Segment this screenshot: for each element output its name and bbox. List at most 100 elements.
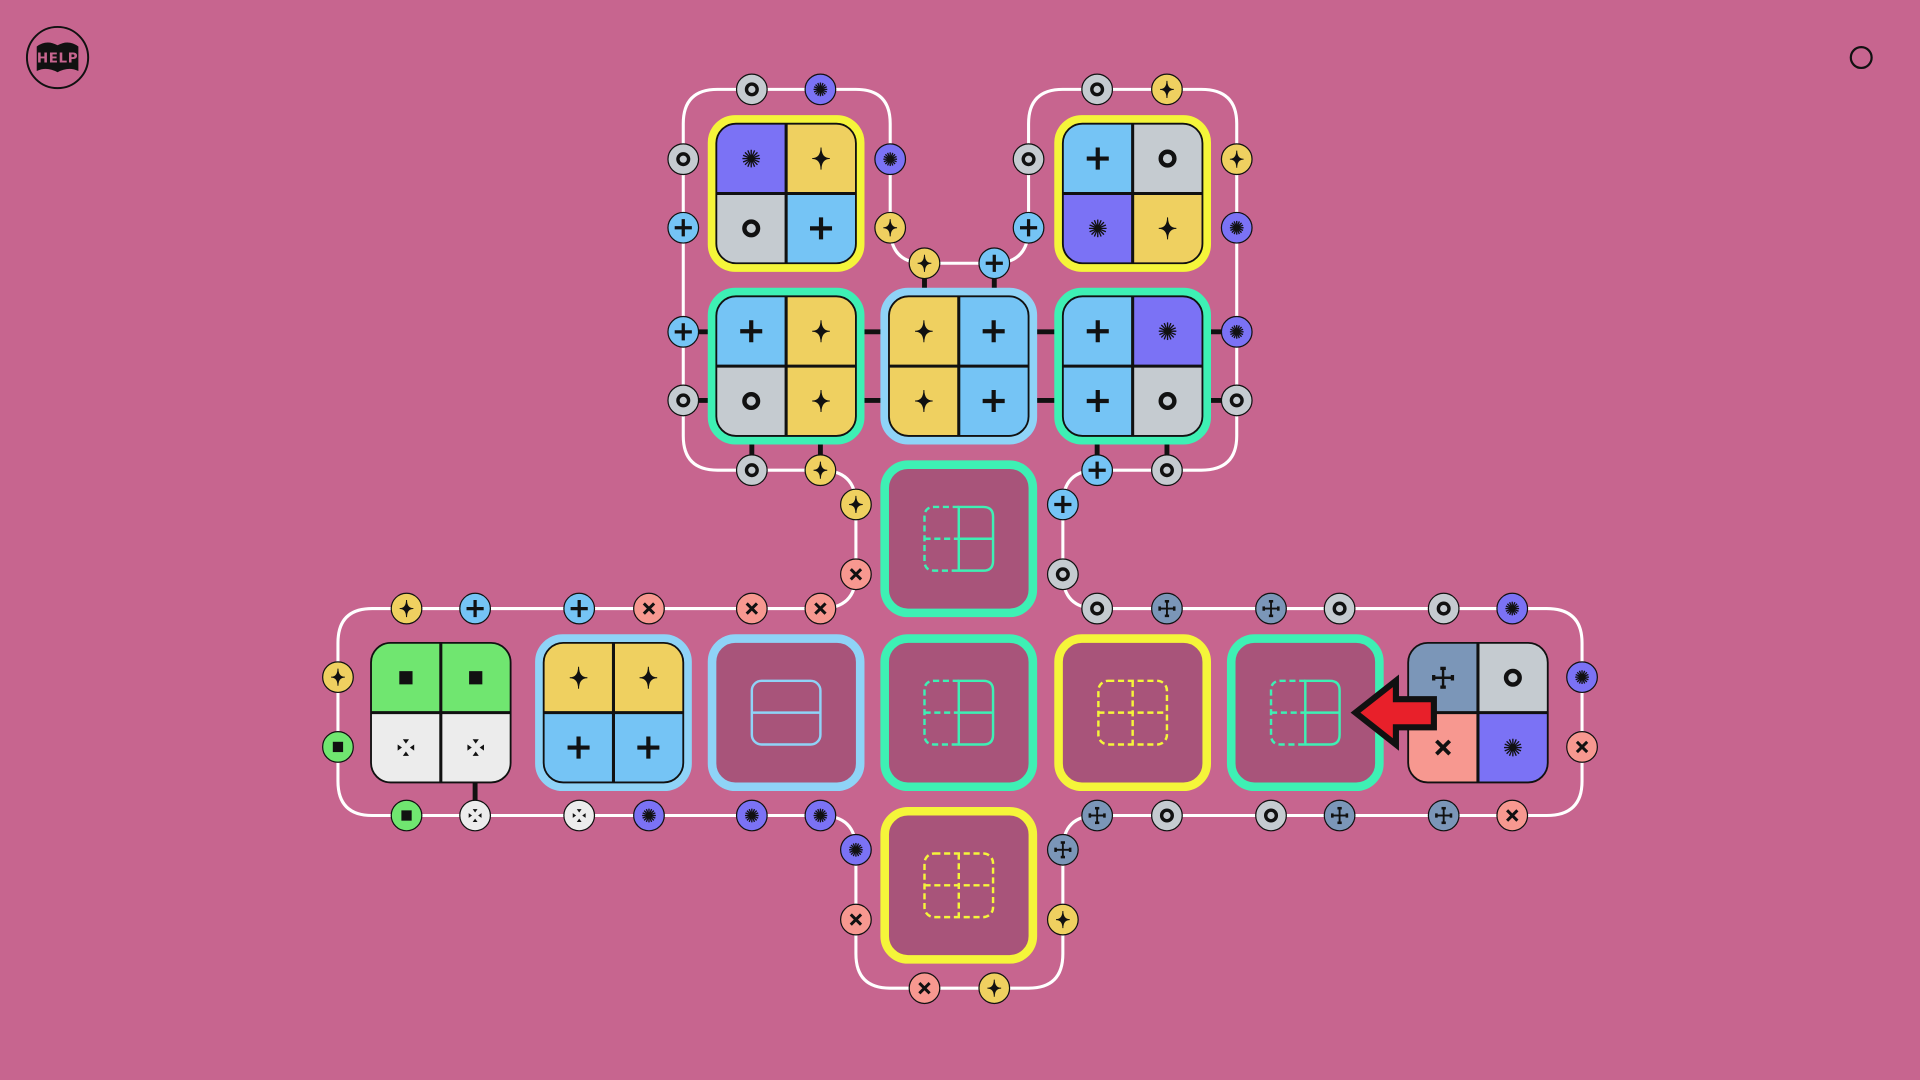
node-circle (667, 143, 700, 176)
node-burst (874, 143, 907, 176)
plus-icon (1086, 320, 1109, 343)
burst-icon (813, 82, 828, 97)
node-square (390, 799, 423, 832)
tile-cell-arrows (440, 712, 511, 783)
burst-core (1234, 329, 1240, 335)
cross-stroke (814, 602, 827, 615)
cross-icon (1435, 739, 1452, 756)
burst-core (747, 155, 755, 162)
square-icon (332, 741, 344, 753)
node-cross (840, 903, 872, 936)
ring-icon (744, 463, 759, 478)
ring-icon (1158, 149, 1177, 168)
empty-slot[interactable] (880, 634, 1038, 792)
node-ring (735, 454, 768, 487)
cross-stroke (745, 602, 759, 615)
square-icon (469, 671, 483, 685)
star-icon (1160, 80, 1174, 98)
node-burst (840, 833, 872, 866)
star-icon (1229, 150, 1244, 168)
puzzle-tile[interactable] (535, 634, 692, 792)
empty-slot[interactable] (880, 460, 1038, 618)
node-plus (1081, 454, 1114, 487)
ring-icon (676, 152, 691, 167)
plus-icon (1088, 461, 1106, 479)
node-cross (735, 592, 768, 625)
ring-icon (1159, 463, 1174, 478)
puzzle-tile[interactable] (707, 287, 865, 445)
burst-icon (742, 149, 761, 168)
cross-icon (814, 602, 827, 615)
puzzle-tile[interactable] (707, 115, 865, 272)
node-plus (667, 211, 700, 244)
burst-core (817, 86, 823, 92)
node-star (978, 972, 1011, 1005)
plus-icon (982, 320, 1005, 343)
node-cross (840, 558, 872, 591)
help-label: HELP (37, 51, 78, 66)
empty-slot[interactable] (880, 806, 1038, 964)
fourpoint-cross-icon (1435, 806, 1453, 825)
fourpoint-cross-icon (1432, 666, 1455, 689)
plus-icon (1020, 219, 1038, 237)
node-cross (633, 592, 665, 625)
node-cross (908, 972, 941, 1005)
empty-slot[interactable] (1054, 634, 1212, 792)
cross-stroke (642, 602, 656, 615)
fourpoint-cross-icon (1054, 841, 1072, 859)
cross-icon (1506, 809, 1519, 822)
node-ring (667, 143, 700, 176)
node-circle (667, 384, 700, 417)
plus-icon (466, 600, 484, 618)
node-circle (1151, 454, 1183, 487)
tile-cell-ring (1477, 642, 1548, 713)
ring-icon (1436, 601, 1451, 616)
fourpoint-cross-icon (1088, 806, 1106, 825)
node-circle (563, 799, 596, 832)
menu-circle-button[interactable] (1849, 46, 1873, 70)
fourpoint-cross-icon (1331, 806, 1349, 825)
slot-shape-icon (923, 679, 995, 746)
node-star (874, 211, 907, 244)
node-star (1151, 73, 1183, 106)
node-plus (563, 592, 596, 625)
star-icon (813, 461, 828, 479)
help-button-circle (25, 25, 90, 90)
arrow-triangle (402, 739, 410, 744)
node-ring (1220, 384, 1253, 417)
node-fourpoint (1323, 799, 1356, 832)
puzzle-tile[interactable] (1407, 641, 1549, 784)
puzzle-tile[interactable] (1054, 115, 1212, 272)
burst-core (1164, 327, 1171, 335)
burst-core (1234, 225, 1240, 231)
cross-icon (745, 602, 759, 615)
node-star (840, 488, 872, 521)
node-star (804, 454, 837, 487)
tile-border (880, 287, 1038, 445)
help-button[interactable]: HELP (25, 25, 90, 90)
burst-icon (1575, 670, 1589, 684)
node-circle (1220, 384, 1253, 417)
empty-slot[interactable] (707, 634, 865, 792)
converging-arrows-icon (468, 809, 482, 822)
arrow-triangle (472, 809, 478, 813)
node-circle (735, 73, 768, 106)
ring-icon (742, 219, 761, 238)
cross-icon (849, 568, 863, 581)
plus-icon (1054, 495, 1072, 514)
node-ring (1151, 799, 1183, 832)
arrow-triangle (397, 744, 402, 751)
plus-icon (637, 736, 660, 759)
cross-stroke (849, 913, 863, 926)
node-fourpoint (1151, 592, 1183, 625)
tile-outline (715, 295, 857, 437)
puzzle-tile[interactable] (370, 641, 512, 784)
cross-stroke (1506, 809, 1519, 822)
puzzle-tile[interactable] (880, 287, 1038, 445)
puzzle-tile[interactable] (1054, 287, 1212, 445)
solid-half (957, 679, 995, 746)
dashed-half (923, 679, 959, 746)
burst-core (817, 812, 823, 819)
star-icon (812, 389, 830, 413)
